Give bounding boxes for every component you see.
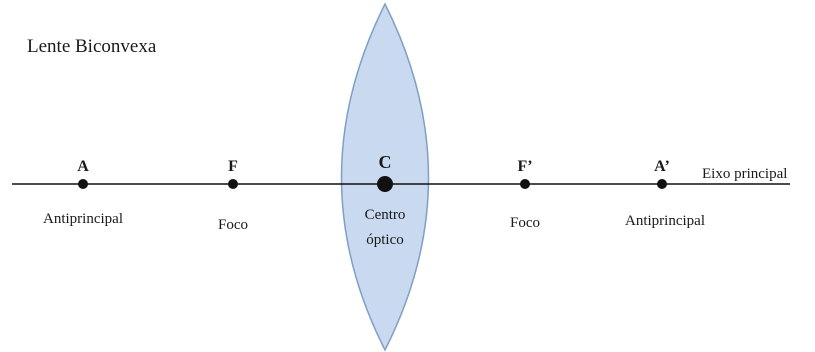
- point-c-dot: [377, 176, 393, 192]
- point-f-letter: F: [228, 158, 238, 175]
- point-f-prime-label: Foco: [510, 215, 540, 231]
- point-f-label: Foco: [218, 217, 248, 233]
- point-a-letter: A: [77, 158, 89, 175]
- point-a-prime-dot: [657, 179, 667, 189]
- point-a-prime-letter: A’: [654, 158, 670, 175]
- diagram-title: Lente Biconvexa: [27, 36, 157, 57]
- point-a-dot: [78, 179, 88, 189]
- point-c-label-line2: óptico: [366, 232, 404, 248]
- point-f-prime-letter: F’: [517, 158, 532, 175]
- point-c-letter: C: [379, 152, 392, 172]
- axis-label: Eixo principal: [702, 166, 787, 182]
- point-f-prime-dot: [520, 179, 530, 189]
- point-a-prime-label: Antiprincipal: [625, 213, 705, 229]
- point-c-label-line1: Centro: [365, 207, 406, 223]
- point-a-label: Antiprincipal: [43, 211, 123, 227]
- point-f-dot: [228, 179, 238, 189]
